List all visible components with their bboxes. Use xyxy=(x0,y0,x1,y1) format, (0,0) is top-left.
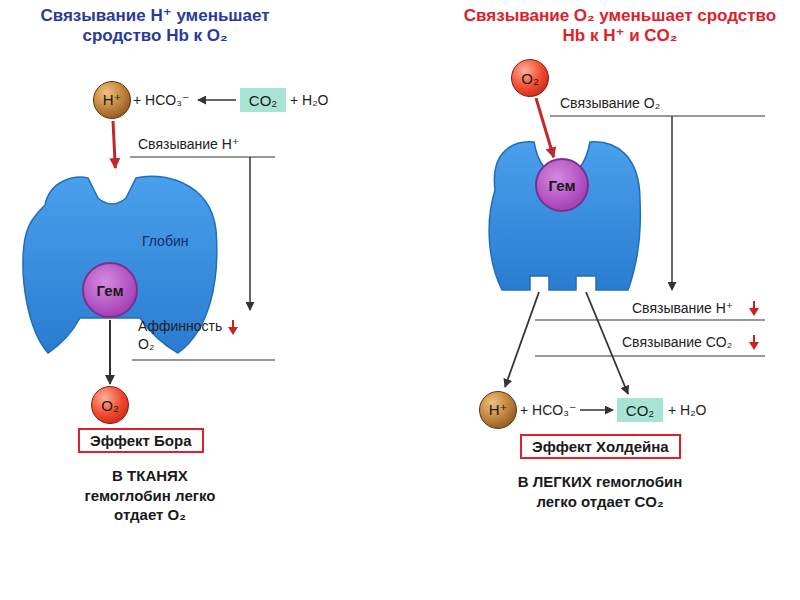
ion-circle: H⁺ xyxy=(93,81,131,119)
oxygen-circle: O₂ xyxy=(91,386,129,424)
reaction-arrow xyxy=(198,99,236,101)
decrease-mark xyxy=(228,320,238,335)
leader-line xyxy=(535,355,765,356)
leader-line xyxy=(550,115,765,116)
node-text: CO₂ xyxy=(249,92,277,109)
node-text: O₂ xyxy=(101,397,119,414)
node-text: Гем xyxy=(549,177,576,194)
effect-arrow xyxy=(249,157,251,310)
ion-circle: H⁺ xyxy=(479,391,517,429)
binding-arrow xyxy=(536,98,554,157)
decrease-mark xyxy=(749,335,759,350)
node-text: O₂ xyxy=(521,70,539,87)
equation-term: + HCO₃⁻ xyxy=(520,402,576,419)
molecule-box: CO₂ xyxy=(617,398,663,422)
node-text: Гем xyxy=(97,282,124,299)
callout-text: Аффинность xyxy=(138,318,222,335)
decrease-mark xyxy=(749,301,759,316)
panel-title: Связывание O₂ уменьшает сродство Hb к H⁺… xyxy=(455,6,785,47)
equation-term: + H₂O xyxy=(290,92,329,109)
callout-text: Связывание H⁺ xyxy=(138,136,239,153)
callout-text: Связывание CO₂ xyxy=(622,334,732,351)
callout-text: O₂ xyxy=(138,336,154,353)
binding-arrow xyxy=(113,121,115,168)
conclusion-text: В ТКАНЯХ гемоглобин легко отдает O₂ xyxy=(80,466,220,525)
effect-box: Эффект Холдейна xyxy=(520,434,681,459)
release-arrow xyxy=(505,292,539,387)
equation-term: + HCO₃⁻ xyxy=(133,92,189,109)
effect-arrow xyxy=(671,116,673,290)
callout-text: Связывание H⁺ xyxy=(632,300,733,317)
effect-box: Эффект Бора xyxy=(78,428,204,453)
panel-title: Связывание H⁺ уменьшает сродство Hb к O₂ xyxy=(5,6,305,47)
leader-line xyxy=(130,156,275,157)
node-text: Эффект Бора xyxy=(90,432,192,449)
oxygen-circle: O₂ xyxy=(511,59,549,97)
leader-line xyxy=(535,319,765,320)
heme-circle: Гем xyxy=(82,262,138,318)
node-text: CO₂ xyxy=(626,402,654,419)
release-arrow xyxy=(586,292,628,394)
node-text: H⁺ xyxy=(103,91,122,109)
leader-line xyxy=(132,359,275,360)
conclusion-text: В ЛЕГКИХ гемоглобин легко отдает CO₂ xyxy=(515,472,685,511)
heme-circle: Гем xyxy=(535,158,589,212)
equation-term: + H₂O xyxy=(668,402,707,419)
reaction-arrow xyxy=(580,409,613,411)
globin-shape xyxy=(489,142,640,290)
node-text: Эффект Холдейна xyxy=(532,438,669,455)
molecule-box: CO₂ xyxy=(240,88,286,112)
binding-arrow xyxy=(109,320,111,384)
node-text: Глобин xyxy=(142,233,188,249)
callout-text: Связывание O₂ xyxy=(560,95,660,112)
node-text: H⁺ xyxy=(489,401,508,419)
